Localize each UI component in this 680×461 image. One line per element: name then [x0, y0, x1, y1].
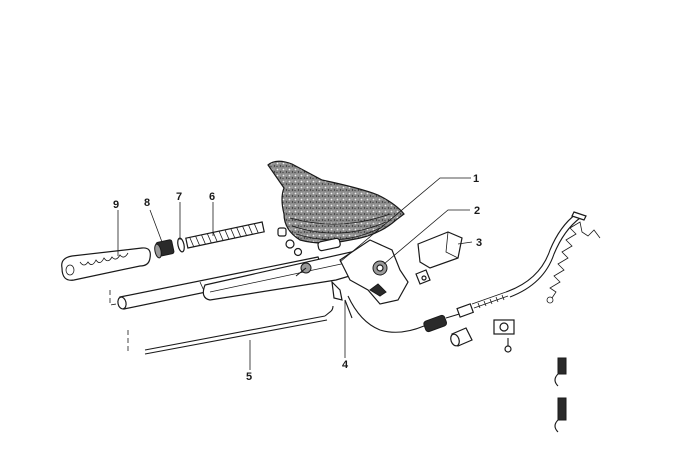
brake-cable [344, 211, 587, 333]
callout-7: 7 [176, 191, 182, 203]
callout-4: 4 [342, 359, 349, 371]
cover-cap [415, 231, 463, 285]
margin-marks [554, 357, 567, 433]
callout-labels: 1 2 3 4 5 6 7 8 9 [113, 173, 482, 383]
callout-8: 8 [144, 197, 150, 209]
leader-lines [117, 177, 473, 370]
callout-5: 5 [246, 371, 252, 383]
release-button [154, 239, 175, 259]
cable-clip [493, 319, 515, 353]
pull-rod [144, 305, 334, 355]
rubber-boot [267, 160, 405, 244]
callout-1: 1 [473, 173, 479, 185]
return-spring [546, 221, 601, 304]
compression-spring [185, 221, 265, 249]
hand-grip [61, 247, 151, 281]
callout-2: 2 [474, 205, 480, 217]
grommet [450, 327, 473, 347]
callout-9: 9 [113, 199, 119, 211]
callout-6: 6 [209, 191, 215, 203]
fasteners [277, 227, 341, 277]
callout-3: 3 [476, 237, 482, 249]
pivot-bracket [339, 239, 409, 305]
washer [177, 237, 185, 253]
